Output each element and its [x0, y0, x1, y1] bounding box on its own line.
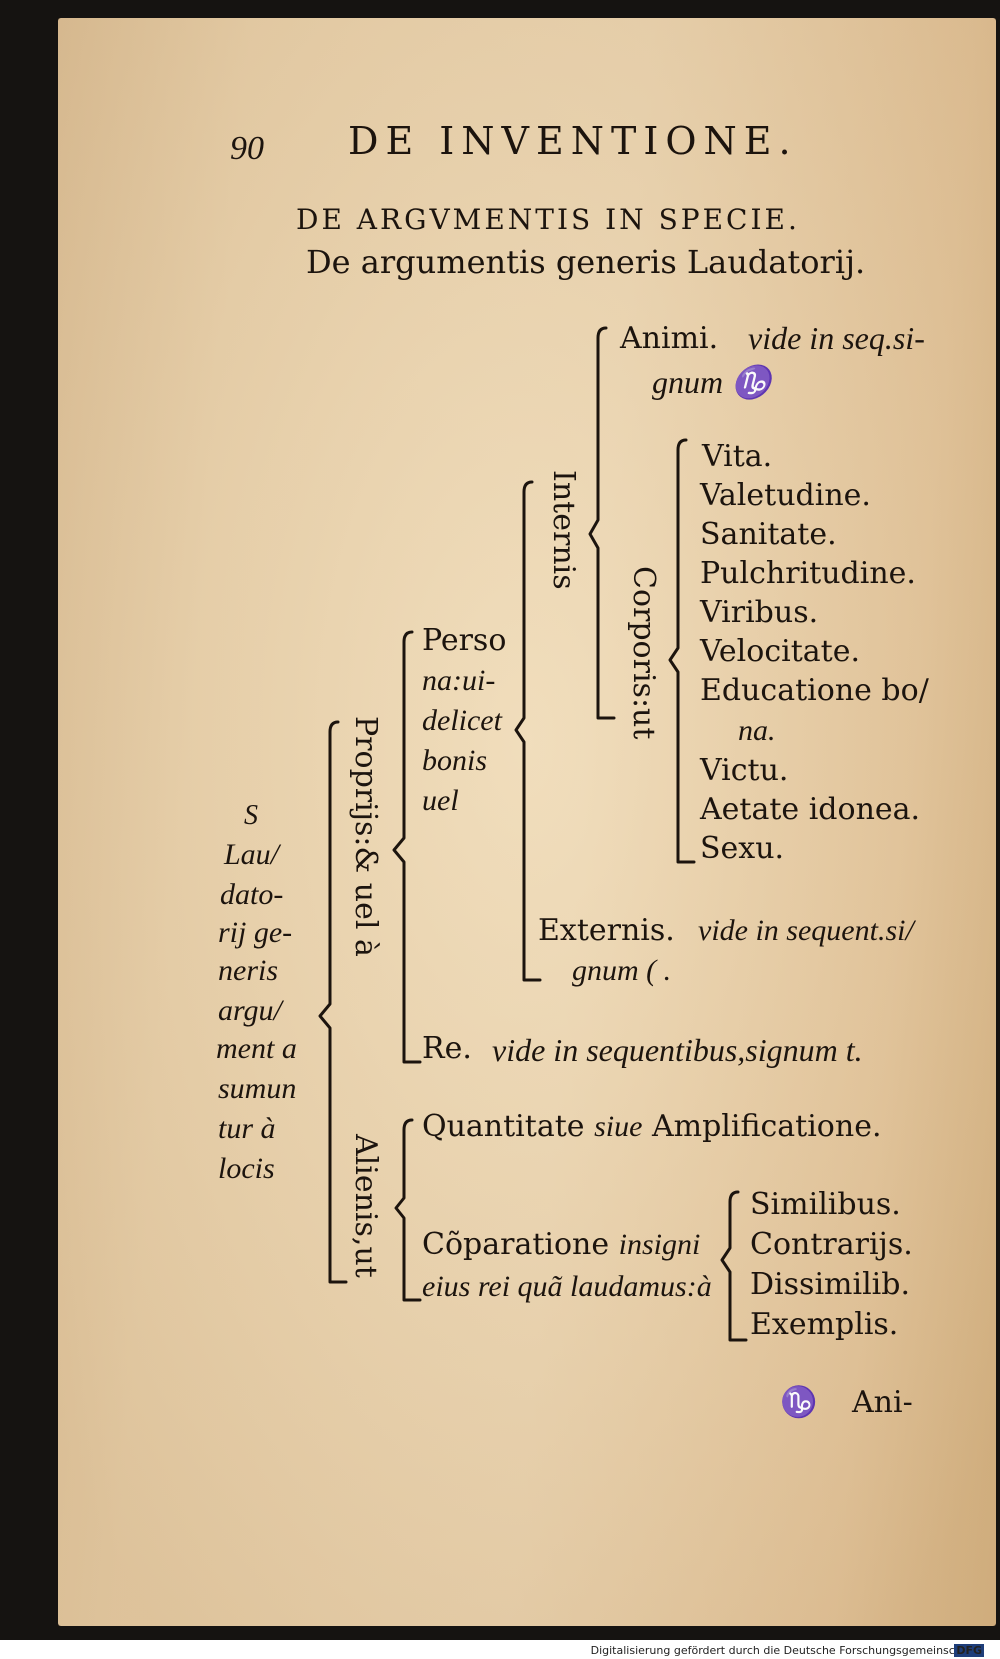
quantitate-word-1: Quantitate [422, 1109, 585, 1144]
externis-label: Externis. [538, 913, 675, 948]
root-line-2: dato- [220, 878, 284, 911]
brace-alienis [394, 1118, 422, 1302]
footer-text: Digitalisierung gefördert durch die Deut… [590, 1644, 984, 1657]
corporis-item-8: Victu. [700, 753, 789, 788]
page-number: 90 [230, 130, 264, 167]
animi-note-2: gnum ♑ [652, 364, 771, 400]
section-title: DE ARGVMENTIS IN SPECIE. [296, 203, 800, 236]
quantitate-word-3: Amplificatione. [651, 1109, 882, 1144]
comparison-item-2: Dissimilib. [750, 1267, 911, 1302]
corporis-item-6: Educatione bo/ [700, 673, 929, 708]
corporis-item-9: Aetate idonea. [700, 792, 921, 827]
brace-comparatione [720, 1190, 748, 1342]
persona-line-0: Perso [422, 623, 507, 658]
persona-line-4: uel [422, 784, 459, 817]
quantitate-line: Quantitate siue Amplificatione. [422, 1112, 881, 1142]
externis-note-1: vide in sequent.si/ [698, 914, 914, 947]
corporis-item-3: Pulchritudine. [700, 556, 916, 591]
re-note: vide in sequentibus,signum t. [492, 1032, 863, 1068]
corporis-item-5: Velocitate. [700, 634, 861, 669]
root-line-4: neris [218, 954, 278, 987]
comparatione-line: Cõparatione insigni [422, 1230, 700, 1260]
book-page [58, 18, 996, 1626]
internis-label: Internis [546, 470, 581, 590]
root-line-6: ment a [216, 1032, 297, 1065]
alienis-label: Alienis,ut [348, 1134, 383, 1278]
corporis-item-1: Valetudine. [700, 478, 871, 513]
section-subtitle: De argumentis generis Laudatorij. [306, 243, 866, 281]
corporis-item-10: Sexu. [700, 831, 785, 866]
catchword: Ani- [852, 1385, 913, 1420]
brace-corporis [668, 438, 696, 864]
brace-internis [588, 326, 616, 720]
comparison-item-0: Similibus. [750, 1187, 901, 1222]
root-line-1: Lau/ [224, 838, 280, 871]
corporis-item-2: Sanitate. [700, 517, 837, 552]
comparison-item-3: Exemplis. [750, 1307, 899, 1342]
root-line-3: rij ge- [218, 916, 293, 949]
dfg-logo: DFG [954, 1644, 984, 1657]
root-line-5: argu/ [218, 994, 282, 1027]
animi-label: Animi. [620, 321, 719, 356]
running-head: DE INVENTIONE. [348, 119, 798, 163]
root-line-9: locis [218, 1152, 275, 1185]
corporis-item-7: na. [738, 714, 776, 747]
comparison-item-1: Contrarijs. [750, 1227, 913, 1262]
persona-line-3: bonis [422, 744, 488, 777]
brace-proprijs [392, 630, 422, 1064]
comparatione-line-2: eius rei quã laudamus:à [422, 1270, 712, 1303]
root-line-8: tur à [218, 1112, 276, 1145]
corporis-label: Corporis:ut [626, 566, 661, 740]
persona-line-1: na:ui- [422, 664, 496, 697]
persona-line-2: delicet [422, 704, 502, 737]
root-line-0: S [244, 800, 258, 831]
quantitate-word-2: siue [594, 1110, 643, 1143]
corporis-item-0: Vita. [702, 439, 773, 474]
comparatione-word-2: insigni [618, 1228, 701, 1261]
proprijs-label: Proprijs:& uel à [348, 716, 383, 957]
re-label: Re. [422, 1031, 472, 1066]
comparatione-word-1: Cõparatione [422, 1227, 610, 1262]
animi-note-1: vide in seq.si- [748, 320, 925, 356]
footer-bar: Digitalisierung gefördert durch die Deut… [0, 1640, 1000, 1659]
catchword-symbol: ♑ [780, 1385, 818, 1420]
root-line-7: sumun [218, 1072, 297, 1105]
corporis-item-4: Viribus. [700, 595, 819, 630]
brace-root [318, 720, 348, 1284]
externis-note-2: gnum ( . [572, 954, 672, 987]
brace-persona [514, 480, 542, 982]
